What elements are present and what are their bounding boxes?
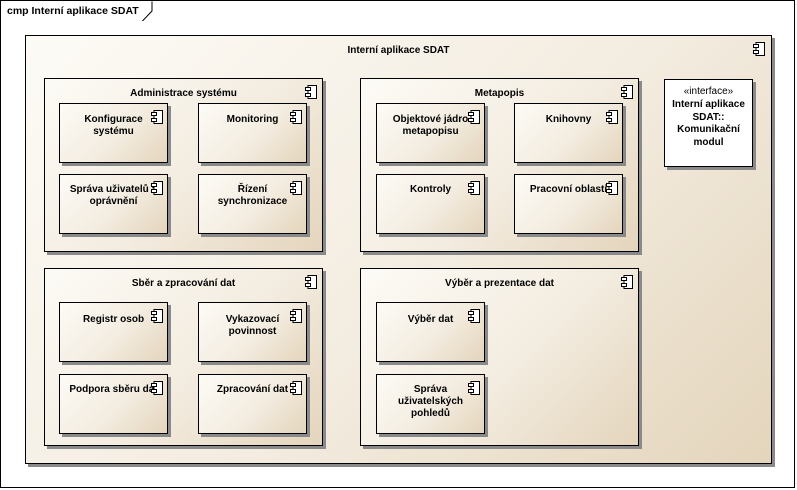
component-label: Konfigurace systému xyxy=(84,114,143,137)
component-podpora-sberu[interactable]: Podpora sběru dat xyxy=(59,374,168,434)
component-icon xyxy=(305,275,317,289)
component-icon xyxy=(151,309,163,323)
component-label: Řízení synchronizace xyxy=(217,184,288,207)
interface-name: Interní aplikace SDAT:: Komunikační modu… xyxy=(672,99,745,148)
component-registr-osob[interactable]: Registr osob xyxy=(59,302,168,362)
component-icon xyxy=(606,181,618,195)
component-icon xyxy=(290,381,302,395)
component-label: Podpora sběru dat xyxy=(69,384,158,395)
component-icon xyxy=(468,110,480,124)
interface-komunikacni-modul[interactable]: «interface» Interní aplikace SDAT:: Komu… xyxy=(664,79,753,167)
component-icon xyxy=(151,381,163,395)
component-label: Registr osob xyxy=(82,314,145,325)
component-icon xyxy=(468,381,480,395)
component-icon xyxy=(305,85,317,99)
component-icon xyxy=(621,275,633,289)
component-icon xyxy=(606,110,618,124)
component-monitoring[interactable]: Monitoring xyxy=(198,103,307,163)
component-rizeni-synchronizace[interactable]: Řízení synchronizace xyxy=(198,174,307,234)
component-label: Knihovny xyxy=(545,114,592,125)
component-label: Objektové jádro metapopisu xyxy=(392,114,469,137)
component-root-title: Interní aplikace SDAT xyxy=(347,45,450,56)
component-label: Kontroly xyxy=(409,184,452,195)
component-icon xyxy=(753,42,765,56)
package-title: Administrace systému xyxy=(130,88,237,99)
package-title: Metapopis xyxy=(474,88,525,99)
component-icon xyxy=(290,181,302,195)
component-label: Výběr dat xyxy=(407,314,454,325)
component-vyber-dat[interactable]: Výběr dat xyxy=(376,302,485,362)
component-icon xyxy=(151,110,163,124)
component-objektove-jadro[interactable]: Objektové jádro metapopisu xyxy=(376,103,485,163)
package-title: Sběr a zpracování dat xyxy=(131,278,236,289)
component-icon xyxy=(290,309,302,323)
component-icon xyxy=(468,309,480,323)
frame-label: cmp Interní aplikace SDAT xyxy=(7,5,139,17)
component-label: Pracovní oblasti xyxy=(529,184,608,195)
component-icon xyxy=(151,181,163,195)
component-konfigurace[interactable]: Konfigurace systému xyxy=(59,103,168,163)
component-icon xyxy=(290,110,302,124)
component-icon xyxy=(468,181,480,195)
component-sprava-uzivatelu[interactable]: Správa uživatelů a oprávnění xyxy=(59,174,168,234)
component-label: Vykazovací povinnost xyxy=(225,314,280,337)
component-knihovny[interactable]: Knihovny xyxy=(514,103,623,163)
component-vykazovaci-povinnost[interactable]: Vykazovací povinnost xyxy=(198,302,307,362)
interface-stereotype: «interface» xyxy=(683,86,734,97)
frame-tab xyxy=(1,1,153,21)
component-label: Monitoring xyxy=(226,114,279,125)
component-pracovni-oblasti[interactable]: Pracovní oblasti xyxy=(514,174,623,234)
component-sprava-pohledu[interactable]: Správa uživatelských pohledů xyxy=(376,374,485,434)
package-title: Výběr a prezentace dat xyxy=(445,278,554,289)
component-label: Správa uživatelských pohledů xyxy=(397,384,464,419)
component-label: Zpracování dat xyxy=(216,384,289,395)
component-kontroly[interactable]: Kontroly xyxy=(376,174,485,234)
component-icon xyxy=(621,85,633,99)
component-zpracovani-dat[interactable]: Zpracování dat xyxy=(198,374,307,434)
